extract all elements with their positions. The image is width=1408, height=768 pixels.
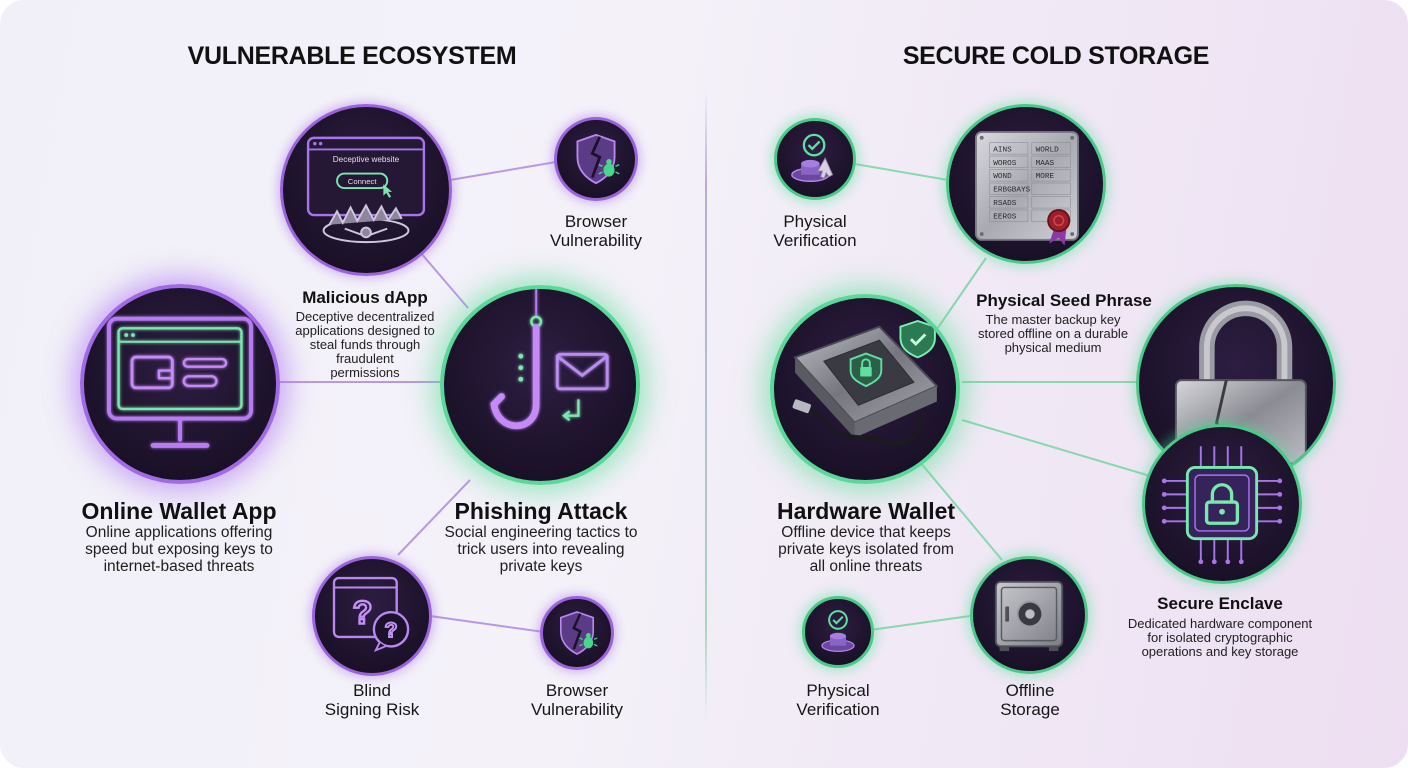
link-phishing-blind [397,479,471,556]
seed-word: AINS [993,146,1012,154]
malicious-dapp-title: Malicious dApp [302,288,428,307]
link-hw-enclave [961,419,1151,477]
link-hw-seed [934,257,987,333]
seed-word: MAAS [1036,160,1055,168]
screen-button-text: Connect [348,177,378,186]
panel-divider [705,90,707,720]
screen-title-text: Deceptive website [333,155,400,164]
seed-word-slot [989,182,1029,195]
browser-vuln-top-label: Browser Vulnerability [550,212,642,250]
online-wallet-title: Online Wallet App [81,498,277,524]
left-heading: VULNERABLE ECOSYSTEM [187,42,517,70]
seed-word: WOND [993,173,1012,181]
svg-text:?: ? [385,619,398,642]
seed-word: WOROS [993,160,1016,168]
online-wallet-desc: Online applications offering speed but e… [85,524,273,575]
seed-word-slot [1031,155,1071,168]
safe-vault-icon [970,556,1088,674]
cracked-shield-bug-icon [540,596,614,670]
hardware-device-icon [770,294,960,484]
seed-word: ERBGBAYS [993,187,1030,195]
physical-verif-bottom-label: Physical Verification [796,681,880,719]
malicious-dapp-desc: Deceptive decentralized applications des… [295,309,435,380]
link-verif-seed [854,163,949,181]
secure-enclave-desc: Dedicated hardware component for isolate… [1127,616,1313,659]
svg-text:?: ? [353,595,373,631]
seed-word-slot [989,142,1029,155]
fishing-hook-envelope-icon [440,285,640,485]
press-button-check-icon [774,118,856,200]
seed-word-slot [989,209,1029,222]
seed-word-slot [1031,182,1071,195]
secure-enclave-title: Secure Enclave [1157,594,1283,613]
right-heading: SECURE COLD STORAGE [902,42,1210,70]
link-hw-safe [919,461,1003,561]
phishing-title: Phishing Attack [454,498,628,524]
seed-word-slot [1031,169,1071,182]
press-button-check-icon [802,596,874,668]
browser-vuln-bottom-label: Browser Vulnerability [531,681,623,719]
metal-seed-plate-icon: AINS WORLD WOROS MAAS WOND MORE ERBGBAYS RSADS E… [946,104,1106,264]
monitor-wallet-icon [80,284,280,484]
seed-phrase-desc: The master backup key stored offline on … [977,312,1129,355]
question-window-icon: ? ? [312,556,432,676]
cracked-shield-bug-icon [554,117,638,201]
link-dapp-phishing [419,251,469,309]
link-verif-safe [869,615,971,631]
seed-phrase-title: Physical Seed Phrase [976,291,1152,310]
seed-word: MORE [1036,173,1055,181]
physical-verif-top-label: Physical Verification [773,212,857,250]
seed-word-slot [989,155,1029,168]
hardware-wallet-desc: Offline device that keeps private keys i… [778,524,954,575]
seed-word: EEROS [993,214,1016,222]
phishing-desc: Social engineering tactics to trick user… [444,524,638,575]
bear-trap-website-icon: Deceptive website Connect [280,104,452,276]
padlock-chip-icon [1142,424,1302,584]
link-blind-browser [429,615,545,633]
seed-word-slot [989,169,1029,182]
seed-word: RSADS [993,200,1016,208]
seed-word-slot [989,196,1029,209]
blind-signing-label: Blind Signing Risk [324,681,420,719]
link-dapp-browser [449,161,557,181]
seed-word: WORLD [1036,146,1059,154]
offline-storage-label: Offline Storage [1000,681,1060,719]
seed-word-slot [1031,196,1071,209]
seed-word-slot [1031,142,1071,155]
hardware-wallet-title: Hardware Wallet [776,498,956,524]
